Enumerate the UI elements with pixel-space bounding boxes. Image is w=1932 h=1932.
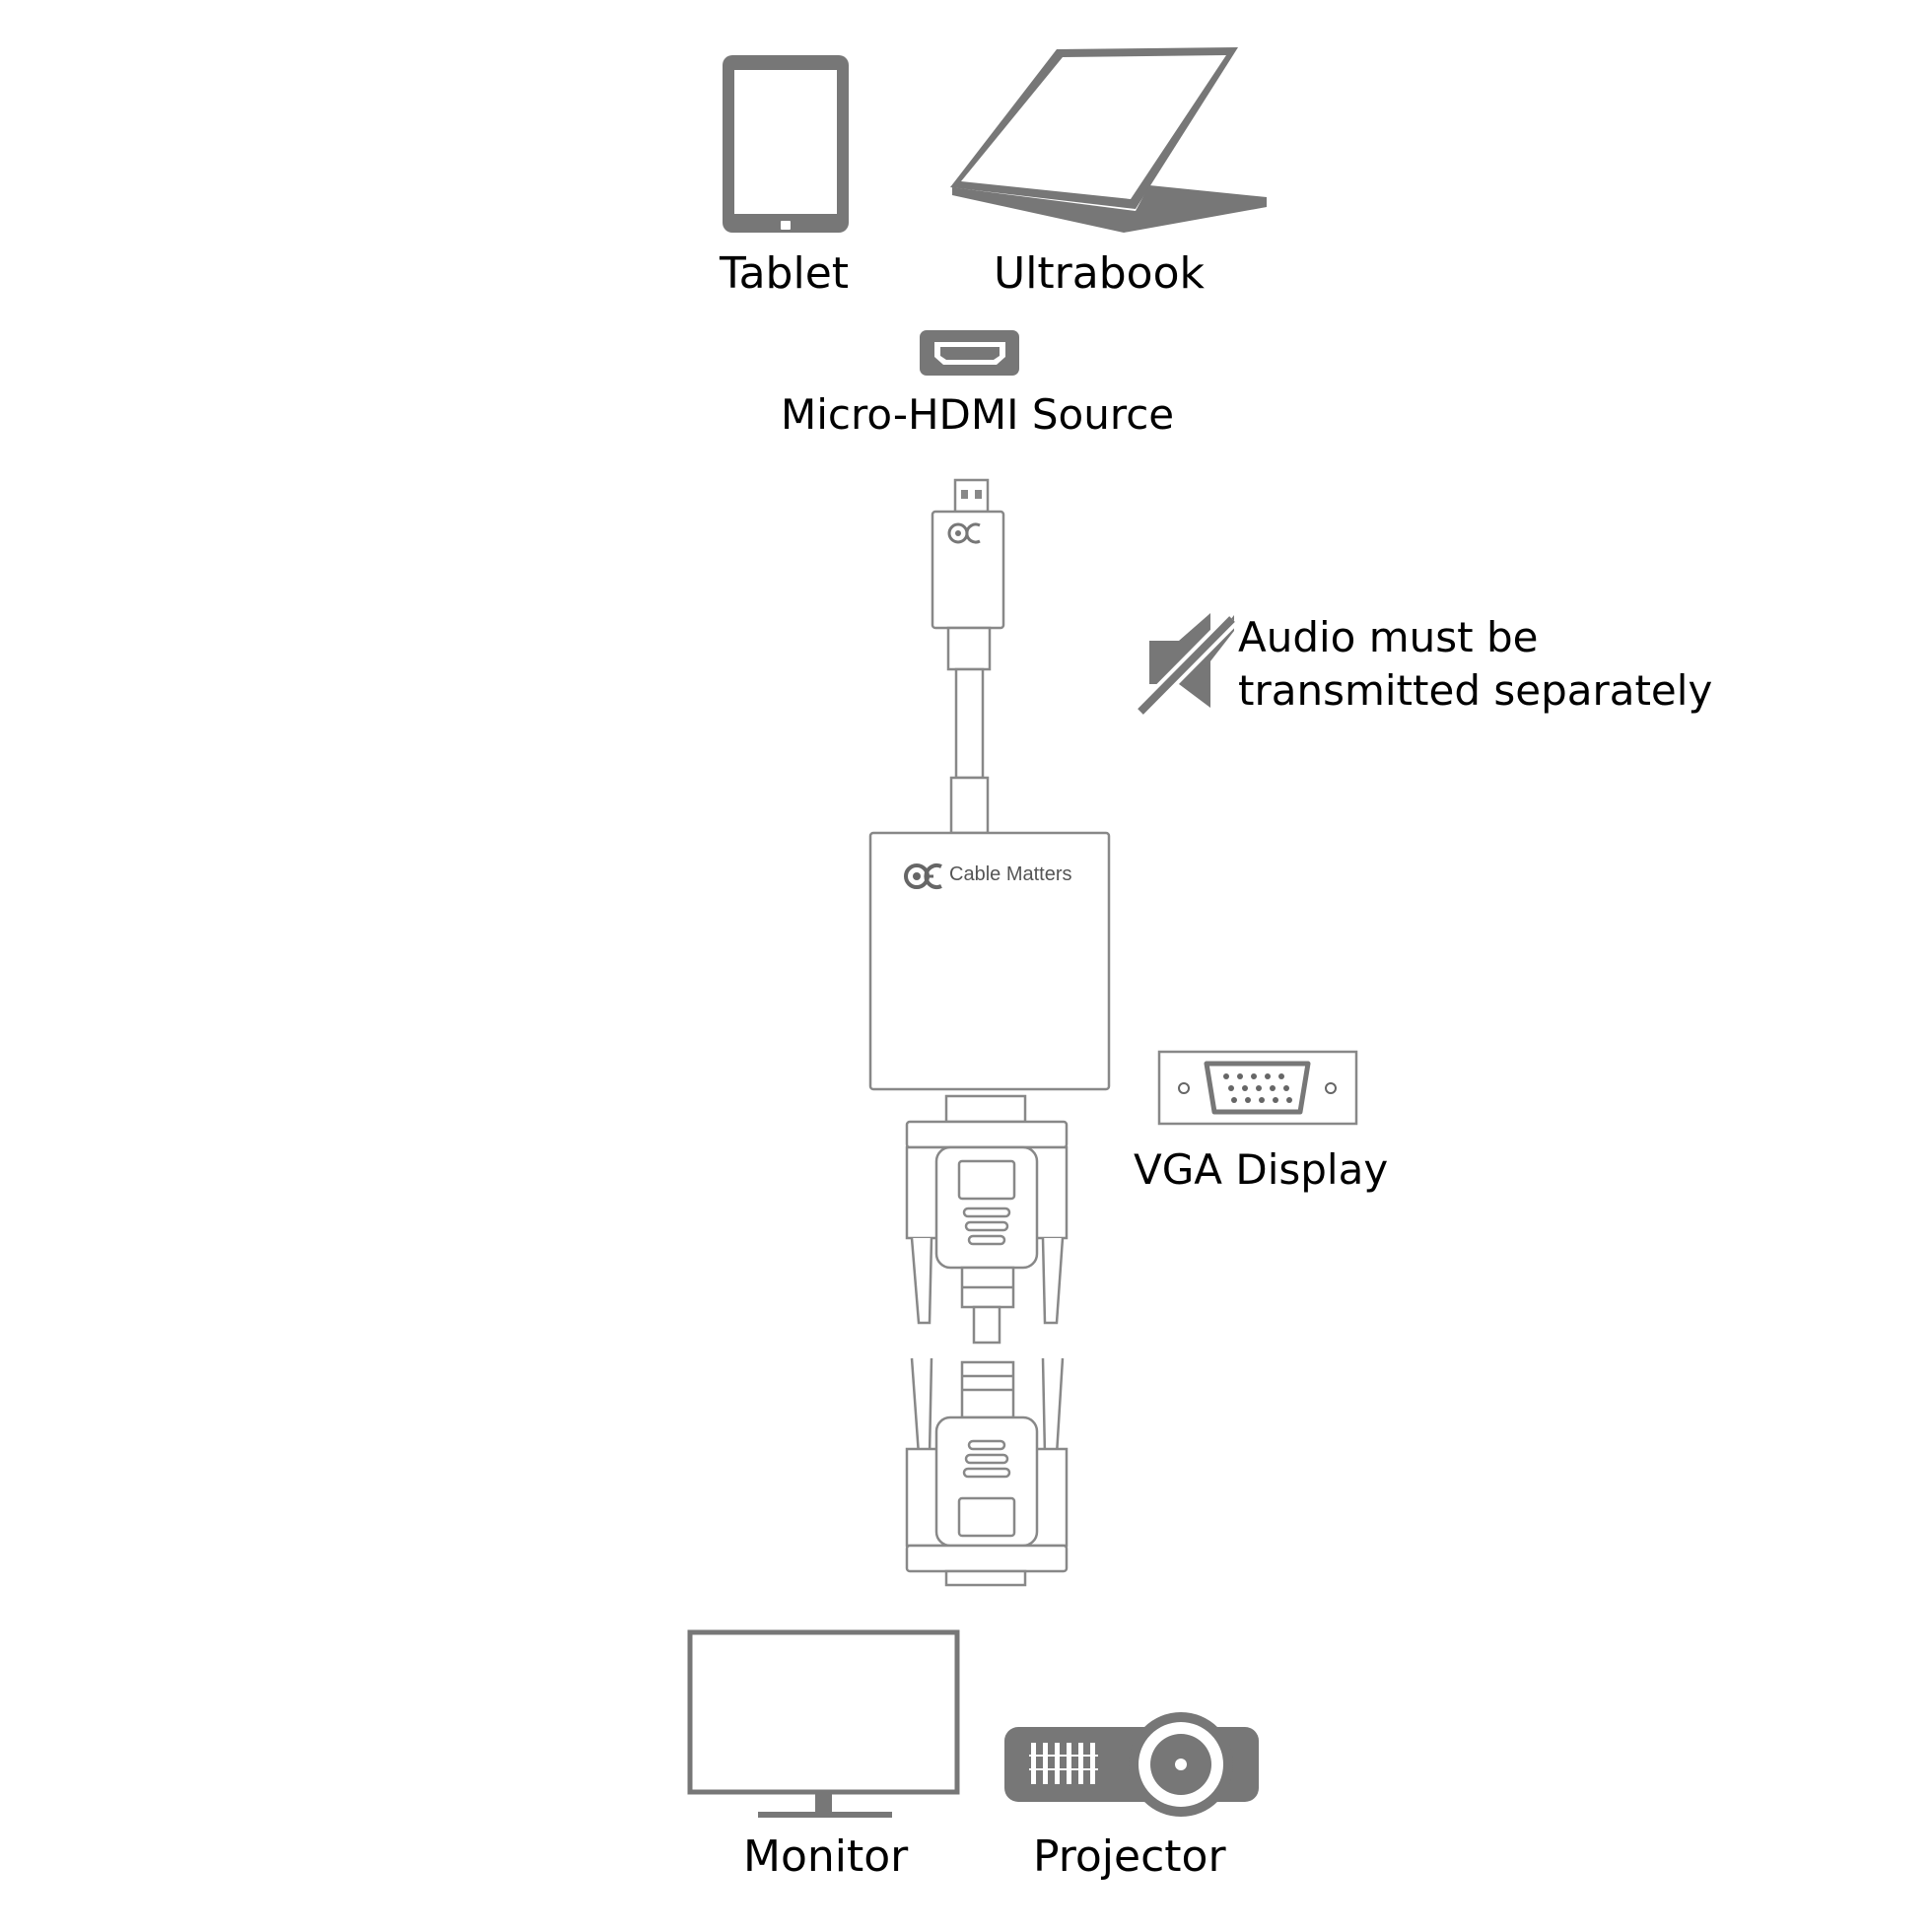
ultrabook-label: Ultrabook (994, 248, 1205, 299)
projector-icon (1004, 1712, 1259, 1817)
audio-notice-line-1: Audio must be (1238, 613, 1539, 661)
vga-display-label: VGA Display (1134, 1145, 1389, 1194)
ultrabook-icon (950, 47, 1267, 233)
monitor-icon (687, 1629, 960, 1818)
vga-connector-upper-icon (905, 1094, 1069, 1345)
micro-hdmi-source-label: Micro-HDMI Source (781, 390, 1175, 439)
vga-port-icon (1157, 1050, 1358, 1126)
micro-hdmi-port-icon (920, 330, 1019, 376)
adapter-box (868, 831, 1111, 1091)
cable-matters-logo-icon (904, 863, 942, 889)
tablet-icon (723, 55, 849, 233)
projector-label: Projector (1033, 1831, 1226, 1882)
micro-hdmi-cable-icon (931, 478, 1005, 835)
monitor-label: Monitor (743, 1831, 909, 1882)
adapter-brand-text: Cable Matters (949, 863, 1072, 885)
tablet-label: Tablet (720, 248, 850, 299)
vga-connector-lower-icon (905, 1357, 1069, 1587)
audio-notice: Audio must be transmitted separately (1238, 611, 1712, 718)
muted-speaker-icon (1135, 613, 1238, 718)
audio-notice-line-2: transmitted separately (1238, 666, 1713, 715)
